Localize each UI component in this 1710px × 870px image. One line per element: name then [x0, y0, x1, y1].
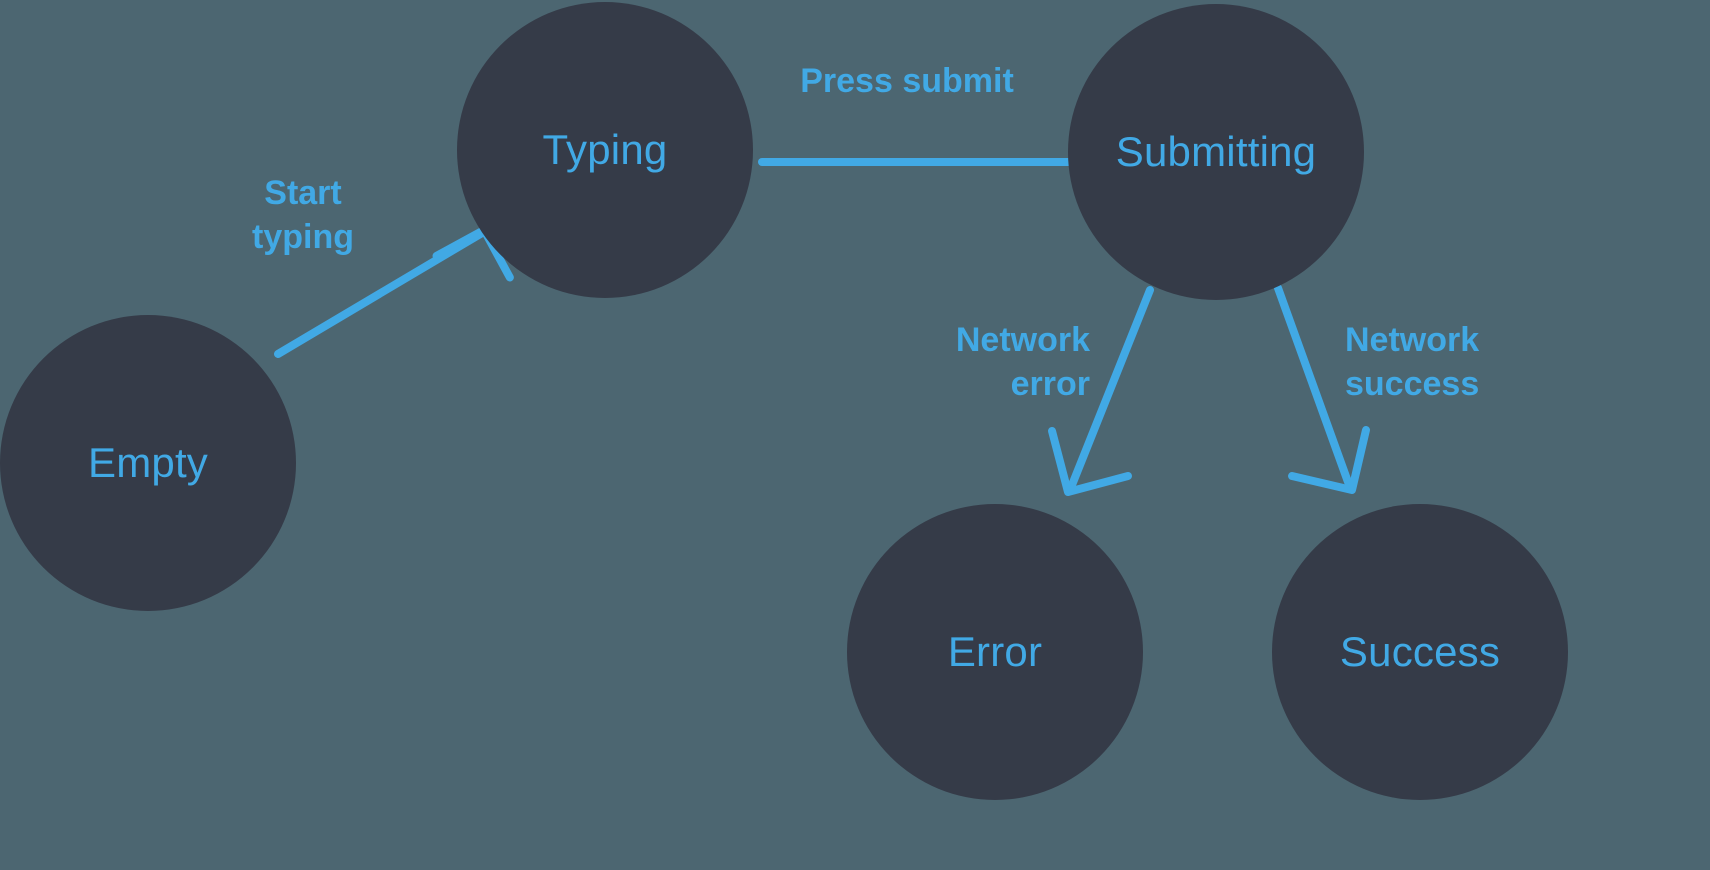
state-node-success[interactable]: Success: [1272, 504, 1568, 800]
edge-network-success: [1274, 284, 1370, 494]
state-node-error-label: Error: [947, 627, 1043, 675]
edge-label-network-error: Network error: [955, 321, 1090, 404]
state-node-submitting-label: Submitting: [1115, 127, 1317, 175]
edge-label-network-success: Network success: [1345, 321, 1480, 404]
state-node-error[interactable]: Error: [847, 504, 1143, 800]
state-node-success-label: Success: [1339, 627, 1501, 675]
state-node-typing-label: Typing: [542, 125, 668, 173]
edge-label-press-submit: Press submit: [800, 62, 1014, 100]
state-node-empty[interactable]: Empty: [0, 315, 296, 611]
edge-network-error: [1048, 286, 1154, 496]
state-node-empty-label: Empty: [87, 438, 209, 486]
state-node-submitting[interactable]: Submitting: [1068, 4, 1364, 300]
state-node-typing[interactable]: Typing: [457, 2, 753, 298]
edge-label-start-typing: Start typing: [252, 174, 354, 257]
